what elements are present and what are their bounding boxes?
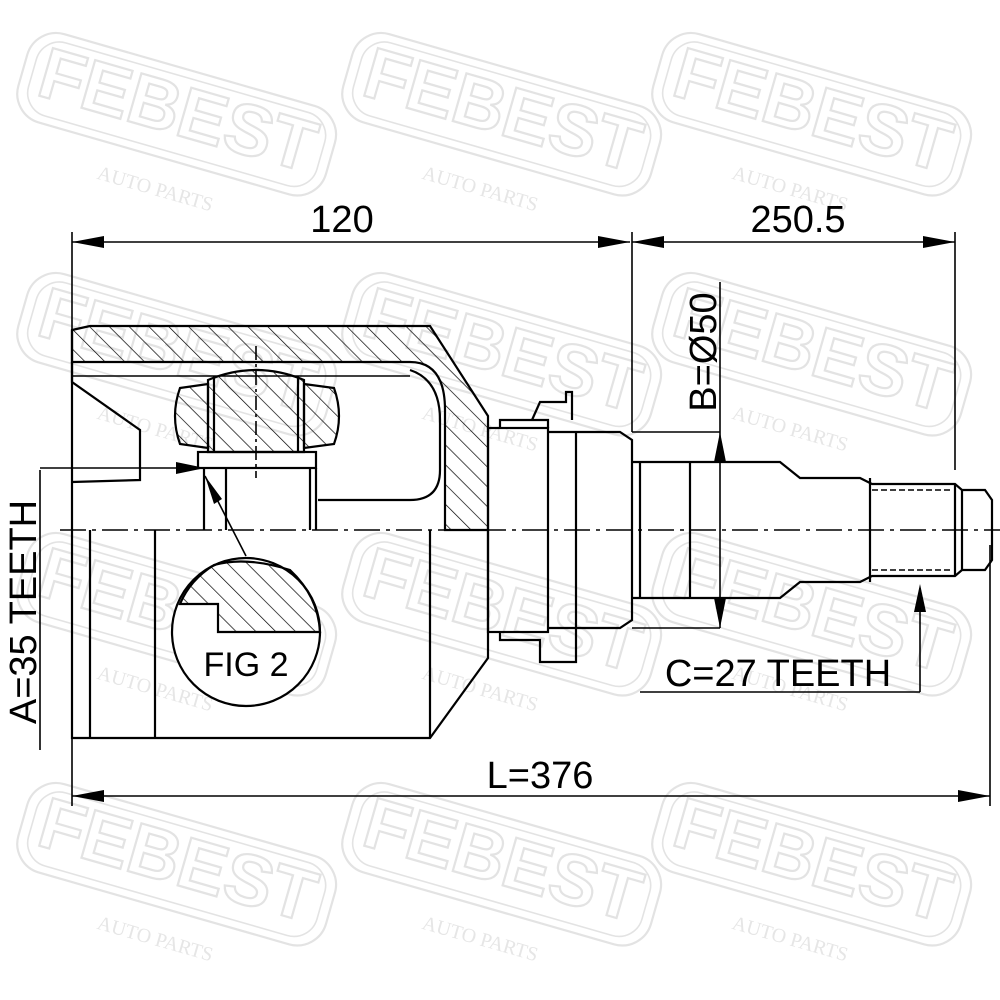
shaft-neck: [486, 390, 634, 664]
shaft-profile: [632, 460, 994, 600]
dimension-lines: [39, 232, 991, 806]
arrow-left-icon: [632, 236, 664, 248]
arrow-up-icon: [205, 476, 222, 504]
watermark-1: FEBEST AUTO PARTS: [9, 24, 345, 216]
label-right-teeth: C=27 TEETH: [665, 653, 891, 695]
roller-right: [302, 382, 341, 450]
watermark-brand: FEBEST: [30, 33, 325, 188]
watermark-brand: FEBEST: [665, 783, 960, 938]
arrow-up-icon: [714, 432, 726, 462]
watermark-brand: FEBEST: [355, 783, 650, 938]
watermark-5: FEBEST AUTO PARTS: [334, 264, 670, 456]
label-top-left: 120: [310, 199, 373, 241]
arrow-right-icon: [923, 236, 955, 248]
housing-track: [318, 368, 442, 502]
seal-lower: [498, 628, 578, 664]
neck-cylinder: [486, 426, 550, 634]
watermark-12: FEBEST AUTO PARTS: [644, 774, 980, 966]
watermark-brand: FEBEST: [665, 33, 960, 188]
arrow-right-icon: [958, 790, 990, 802]
watermark-sub: AUTO PARTS: [730, 912, 851, 966]
roller-left: [173, 382, 210, 450]
stub-shaft: [632, 460, 994, 600]
watermark-sub: AUTO PARTS: [730, 402, 851, 456]
watermark-11: FEBEST AUTO PARTS: [334, 774, 670, 966]
label-length: L=376: [487, 755, 594, 797]
label-top-right: 250.5: [750, 199, 845, 241]
watermark-9: FEBEST AUTO PARTS: [644, 524, 980, 716]
watermark-sub: AUTO PARTS: [420, 162, 541, 216]
arrow-left-icon: [72, 236, 104, 248]
watermark-sub: AUTO PARTS: [95, 912, 216, 966]
watermark-brand: FEBEST: [355, 33, 650, 188]
arrow-up-icon: [914, 584, 926, 612]
watermark-2: FEBEST AUTO PARTS: [334, 24, 670, 216]
seal-clip: [530, 390, 574, 421]
fig2-detail: FIG 2: [170, 475, 322, 708]
watermark-10: FEBEST AUTO PARTS: [9, 774, 345, 966]
watermark-8: FEBEST AUTO PARTS: [334, 524, 670, 716]
label-left-teeth: A=35 TEETH: [3, 500, 45, 724]
fig2-label: FIG 2: [203, 646, 288, 684]
arrow-down-icon: [714, 598, 726, 628]
arrow-left-icon: [72, 790, 104, 802]
watermark-brand: FEBEST: [30, 783, 325, 938]
arrow-right-icon: [176, 462, 205, 474]
seal-lip: [498, 418, 550, 428]
watermark-sub: AUTO PARTS: [420, 912, 541, 966]
tripod-spider: [173, 346, 341, 530]
watermark-sub: AUTO PARTS: [95, 162, 216, 216]
dimension-labels: 120 250.5 B=Ø50 A=35 TEETH C=27 TEETH L=…: [3, 199, 891, 797]
neck-flange: [548, 430, 634, 630]
arrow-right-icon: [598, 236, 630, 248]
label-diameter: B=Ø50: [683, 292, 725, 411]
housing-lower-body: [70, 530, 490, 740]
spider-hub: [196, 450, 318, 470]
fig2-section: [178, 560, 322, 634]
watermark-brand: FEBEST: [355, 533, 650, 688]
